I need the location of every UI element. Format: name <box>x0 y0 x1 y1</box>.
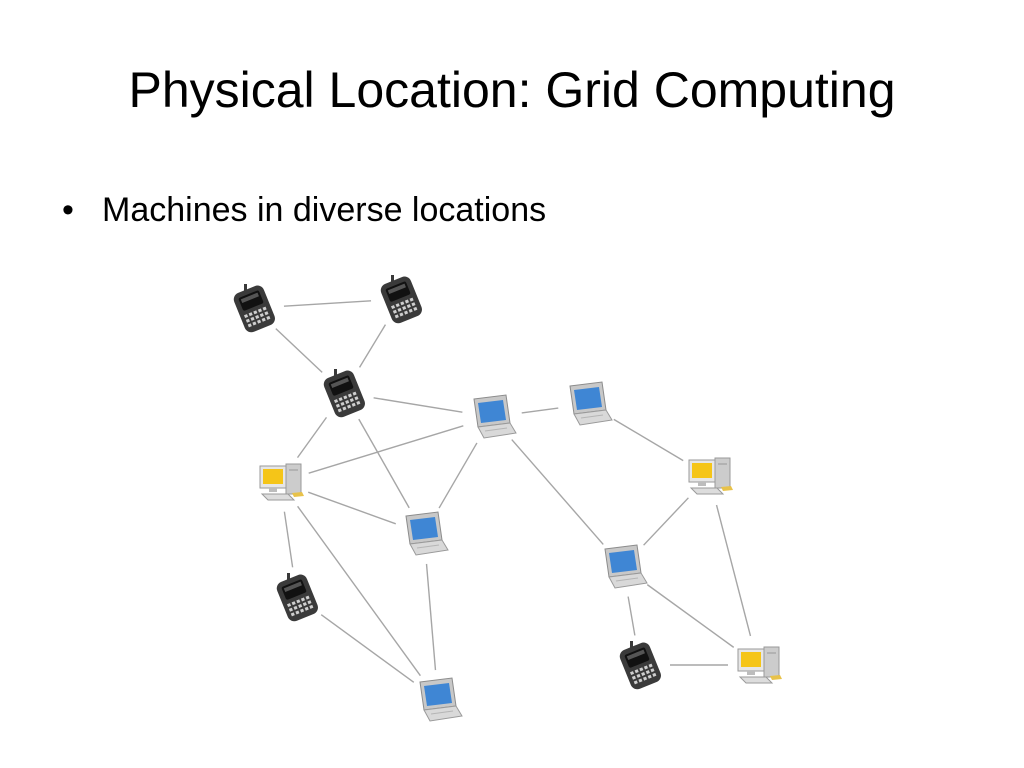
edge-phone-3-laptop-3 <box>358 418 410 509</box>
edge-desktop-1-laptop-5 <box>297 505 421 677</box>
edge-phone-3-laptop-1 <box>373 397 463 413</box>
edge-desktop-1-laptop-3 <box>307 491 397 525</box>
laptop-2-laptop-icon <box>569 381 613 426</box>
edge-desktop-2-desktop-3 <box>715 504 752 637</box>
edge-phone-3-desktop-1 <box>296 416 328 459</box>
edge-laptop-1-laptop-4 <box>511 439 604 545</box>
phone-4-phone-icon <box>276 573 318 622</box>
bullet-glyph: • <box>62 191 74 229</box>
desktop-2-desktop-icon <box>688 457 733 495</box>
phone-5-phone-icon <box>619 641 661 690</box>
edge-phone-4-laptop-5 <box>320 614 415 683</box>
bullet-list-item: • Machines in diverse locations <box>62 190 546 231</box>
laptop-5-laptop-icon <box>419 677 463 722</box>
desktop-1-desktop-icon <box>259 463 304 501</box>
edge-phone-1-phone-2 <box>283 300 372 307</box>
edge-laptop-1-desktop-1 <box>308 425 464 474</box>
edge-laptop-4-desktop-2 <box>643 497 689 546</box>
edge-desktop-1-phone-4 <box>283 511 294 568</box>
bullet-text: Machines in diverse locations <box>102 191 547 229</box>
phone-1-phone-icon <box>233 284 275 333</box>
laptop-4-laptop-icon <box>604 544 648 589</box>
edge-laptop-4-phone-5 <box>627 596 636 636</box>
edge-laptop-3-laptop-5 <box>425 563 437 671</box>
edge-laptop-2-desktop-2 <box>613 418 684 462</box>
slide-title: Physical Location: Grid Computing <box>128 62 896 118</box>
edge-laptop-1-laptop-3 <box>438 442 478 509</box>
desktop-3-desktop-icon <box>737 646 782 684</box>
phone-3-phone-icon <box>323 369 365 418</box>
edge-phone-1-phone-3 <box>275 328 323 373</box>
laptop-3-laptop-icon <box>405 511 449 556</box>
nodes-layer <box>233 275 782 722</box>
phone-2-phone-icon <box>380 275 422 324</box>
edge-laptop-4-desktop-3 <box>646 584 735 648</box>
edges-layer <box>275 300 752 683</box>
laptop-1-laptop-icon <box>473 394 517 439</box>
edge-laptop-1-laptop-2 <box>521 407 559 414</box>
edge-phone-2-phone-3 <box>358 324 387 368</box>
